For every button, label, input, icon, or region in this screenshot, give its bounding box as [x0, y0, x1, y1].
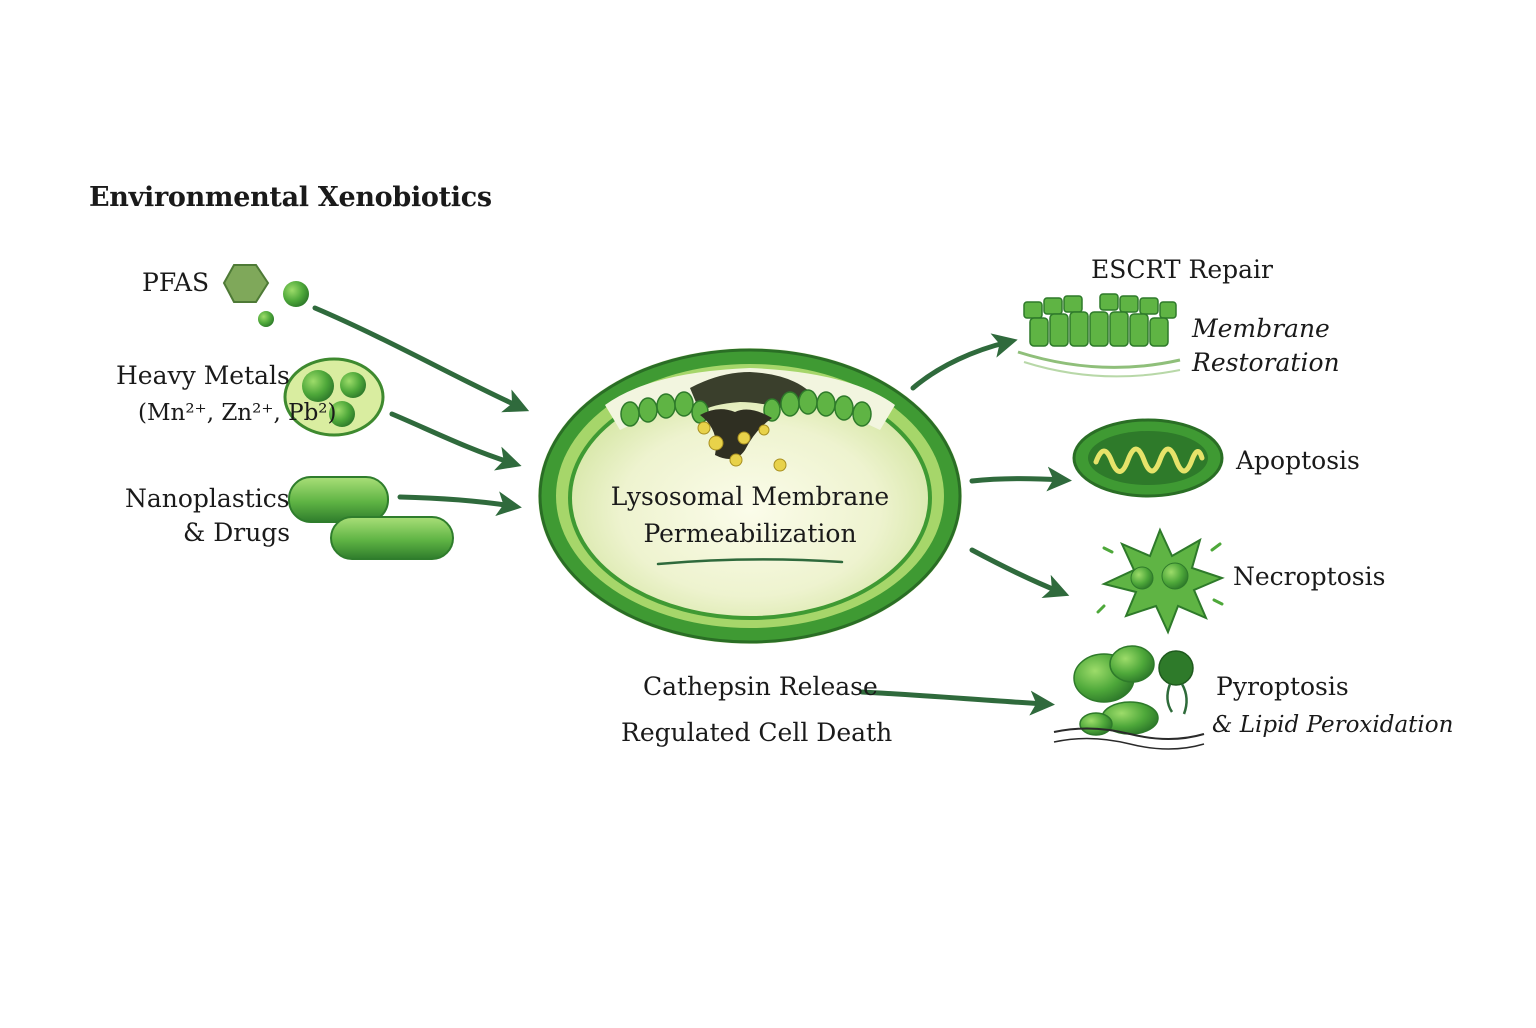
escrt-membrane-icon: [1017, 293, 1181, 378]
heavy-metal-particle-icon: [283, 357, 385, 437]
pfas-label: PFAS: [142, 268, 210, 297]
lmp-label-line2: Permeabilization: [643, 519, 857, 548]
pfas-icon: [222, 264, 309, 327]
membrane-label: Membrane: [1192, 314, 1330, 343]
apoptosis-label: Apoptosis: [1236, 446, 1360, 475]
diagram-title: Environmental Xenobiotics: [89, 182, 492, 213]
lipid-peroxidation-label: & Lipid Peroxidation: [1212, 712, 1454, 738]
regulated-cell-death-label: Regulated Cell Death: [621, 718, 893, 747]
lmp-label-line1: Lysosomal Membrane: [610, 482, 890, 511]
necroptotic-cell-icon: [1096, 527, 1225, 635]
restoration-label: Restoration: [1192, 348, 1340, 377]
lysosome-icon: [538, 348, 962, 644]
nanoplastics-label: Nanoplastics: [125, 484, 290, 513]
cathepsin-release-label: Cathepsin Release: [643, 672, 878, 701]
output-arrows: [859, 333, 1072, 716]
nanoplastic-pill-icon: [288, 476, 454, 560]
escrt-repair-label: ESCRT Repair: [1091, 255, 1273, 284]
pyroptosis-icon: [1053, 645, 1205, 750]
heavy-metals-ions-label: (Mn²⁺, Zn²⁺, Pb²): [138, 400, 337, 426]
lmp-label: Lysosomal Membrane Permeabilization: [600, 484, 900, 546]
input-arrows: [312, 305, 530, 517]
necroptosis-label: Necroptosis: [1233, 562, 1386, 591]
pyroptosis-label: Pyroptosis: [1216, 672, 1349, 701]
heavy-metals-label: Heavy Metals: [116, 361, 290, 390]
mitochondrion-icon: [1072, 418, 1224, 498]
drugs-label: & Drugs: [183, 518, 291, 547]
